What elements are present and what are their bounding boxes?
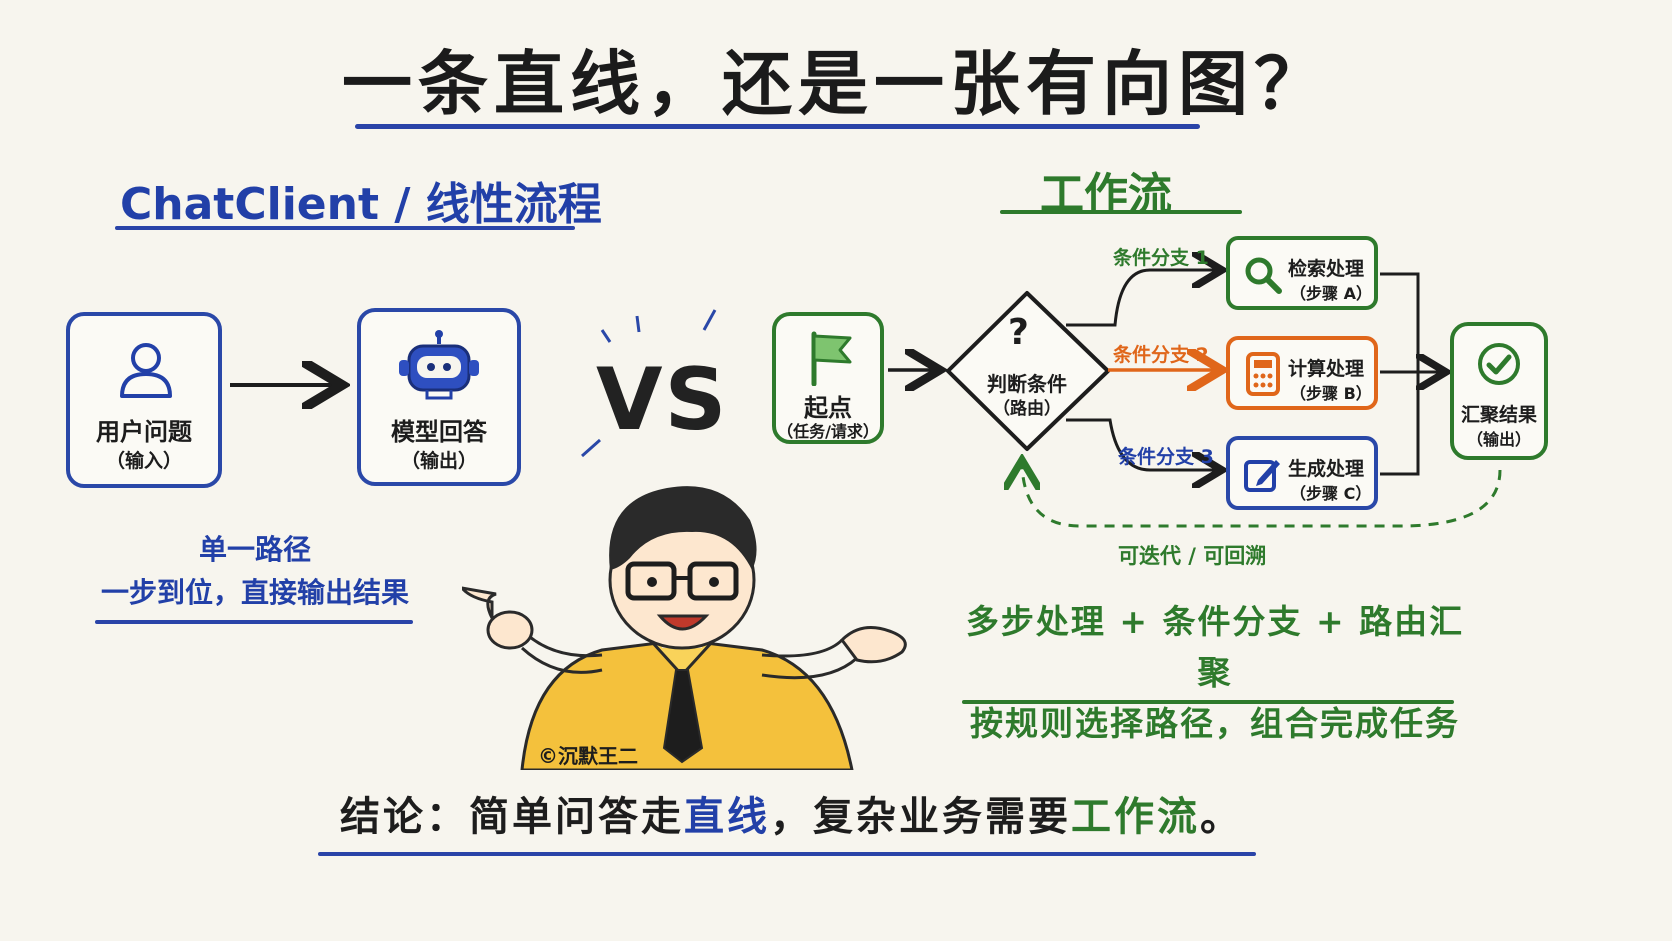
- step-b-box: 计算处理 （步骤 B）: [1226, 336, 1378, 410]
- conclusion-highlight-line: 直线: [684, 794, 770, 840]
- step-b-sub: （步骤 B）: [1290, 384, 1372, 403]
- workflow-note-line1: 多步处理 + 条件分支 + 路由汇聚: [965, 602, 1465, 693]
- user-icon: [120, 343, 172, 398]
- start-box: 起点 （任务/请求）: [772, 312, 884, 444]
- model-answer-box: 模型回答 （输出）: [357, 308, 521, 486]
- flag-icon: [811, 331, 852, 386]
- page-title: 一条直线，还是一张有向图？: [342, 43, 1330, 125]
- workflow-note: 多步处理 + 条件分支 + 路由汇聚 按规则选择路径，组合完成任务: [960, 596, 1470, 749]
- result-box: 汇聚结果 （输出）: [1450, 322, 1548, 460]
- decision-label: 判断条件: [987, 372, 1067, 396]
- decision-diamond: [946, 291, 1110, 451]
- merge-connector: [1380, 272, 1446, 476]
- user-question-label: 用户问题: [96, 418, 192, 446]
- step-b-label: 计算处理: [1288, 358, 1365, 380]
- workflow-heading-underline: [1000, 210, 1242, 214]
- step-a-box: 检索处理 （步骤 A）: [1226, 236, 1378, 310]
- calculator-icon: [1246, 352, 1280, 396]
- linear-note-line1: 单一路径: [198, 533, 311, 566]
- result-sub: （输出）: [1466, 430, 1531, 449]
- conclusion-highlight-workflow: 工作流: [1071, 794, 1200, 840]
- check-circle-icon: [1478, 343, 1520, 385]
- title-underline: [355, 124, 1200, 129]
- model-answer-sub: （输出）: [400, 450, 477, 472]
- branch3-label: 条件分支 3: [1118, 446, 1214, 468]
- linear-note-line2: 一步到位，直接输出结果: [100, 576, 409, 610]
- step-a-sub: （步骤 A）: [1290, 284, 1372, 303]
- result-label: 汇聚结果: [1460, 404, 1537, 426]
- conclusion-underline: [318, 852, 1256, 856]
- step-c-box: 生成处理 （步骤 C）: [1226, 436, 1378, 510]
- conclusion-middle: ，复杂业务需要: [770, 794, 1071, 840]
- decision-symbol: ?: [1008, 312, 1029, 353]
- edit-icon: [1244, 460, 1280, 492]
- step-c-sub: （步骤 C）: [1290, 484, 1372, 503]
- linear-note-underline: [95, 620, 413, 624]
- presenter-illustration: [462, 486, 907, 770]
- branch1-label: 条件分支 1: [1113, 247, 1209, 269]
- loop-back-connector: [1022, 460, 1502, 528]
- workflow-note-underline: [962, 700, 1454, 704]
- linear-note: 单一路径 一步到位，直接输出结果: [90, 528, 420, 615]
- conclusion: 结论：简单问答走直线，复杂业务需要工作流。: [340, 784, 1243, 842]
- start-label: 起点: [804, 394, 852, 422]
- user-question-sub: （输入）: [105, 450, 182, 472]
- branch3-connector: [1066, 418, 1222, 470]
- branch1-connector: [1066, 270, 1222, 327]
- linear-heading: ChatClient / 线性流程: [120, 179, 602, 230]
- start-sub: （任务/请求）: [777, 422, 879, 441]
- vs-label: VS: [596, 350, 729, 450]
- workflow-note-line2: 按规则选择路径，组合完成任务: [970, 704, 1460, 744]
- conclusion-prefix: 结论：简单问答走: [340, 794, 684, 840]
- loop-label: 可迭代 / 可回溯: [1118, 544, 1267, 568]
- user-question-box: 用户问题 （输入）: [66, 312, 222, 488]
- model-answer-label: 模型回答: [391, 418, 487, 446]
- step-c-label: 生成处理: [1288, 458, 1365, 480]
- decision-sub: （路由）: [993, 399, 1061, 419]
- step-a-label: 检索处理: [1288, 258, 1365, 280]
- copyright-text: ©沉默王二: [538, 744, 638, 768]
- branch2-label: 条件分支 2: [1113, 344, 1209, 366]
- robot-icon: [399, 330, 479, 400]
- linear-heading-underline: [115, 226, 575, 230]
- search-icon: [1245, 257, 1282, 294]
- conclusion-suffix: 。: [1200, 794, 1243, 840]
